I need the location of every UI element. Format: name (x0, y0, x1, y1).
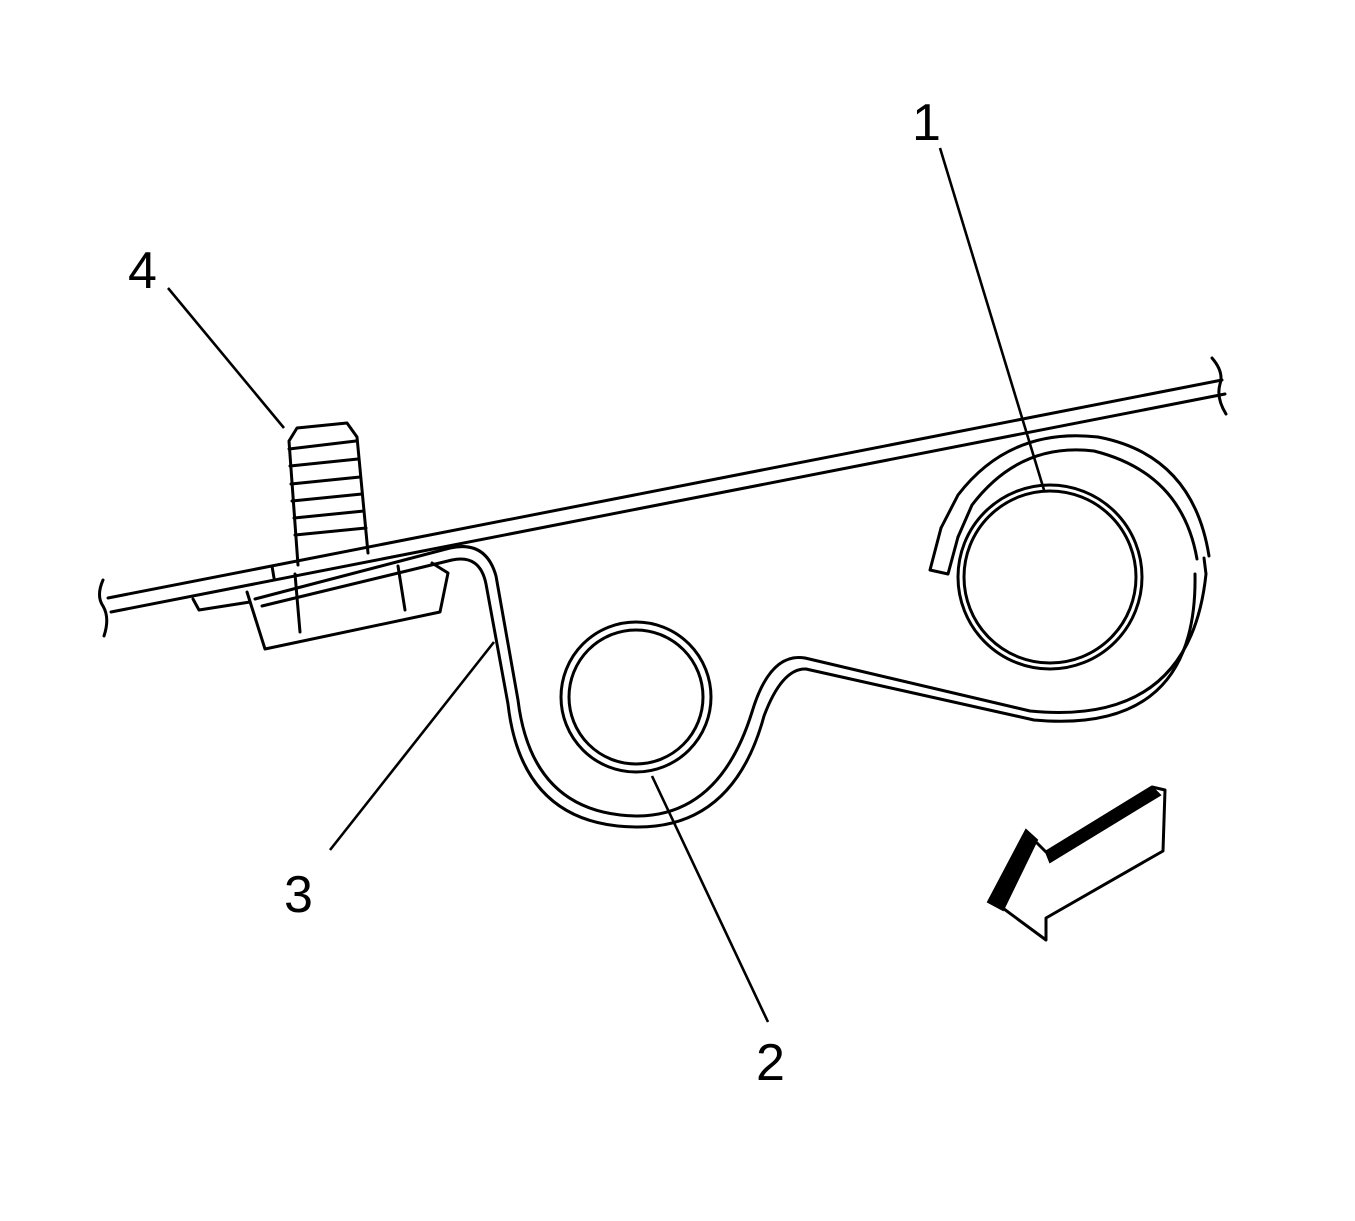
leader-line-4 (166, 287, 286, 429)
callout-1: 1 (912, 94, 941, 152)
left-break-mark (98, 578, 109, 638)
bolt (191, 421, 450, 651)
callout-3: 3 (284, 866, 313, 924)
leader-line-3 (328, 641, 496, 851)
small-tube (559, 620, 713, 774)
frame-rail (98, 356, 1228, 638)
retaining-clip (253, 434, 1211, 829)
large-tube (956, 483, 1144, 671)
right-break-mark (1210, 356, 1228, 416)
leader-line-2 (650, 775, 770, 1023)
leader-line-1 (938, 147, 1046, 491)
leader-lines (166, 147, 1046, 1023)
callout-4: 4 (128, 242, 157, 300)
view-direction-arrow-icon (986, 785, 1167, 942)
callout-2: 2 (756, 1034, 785, 1092)
